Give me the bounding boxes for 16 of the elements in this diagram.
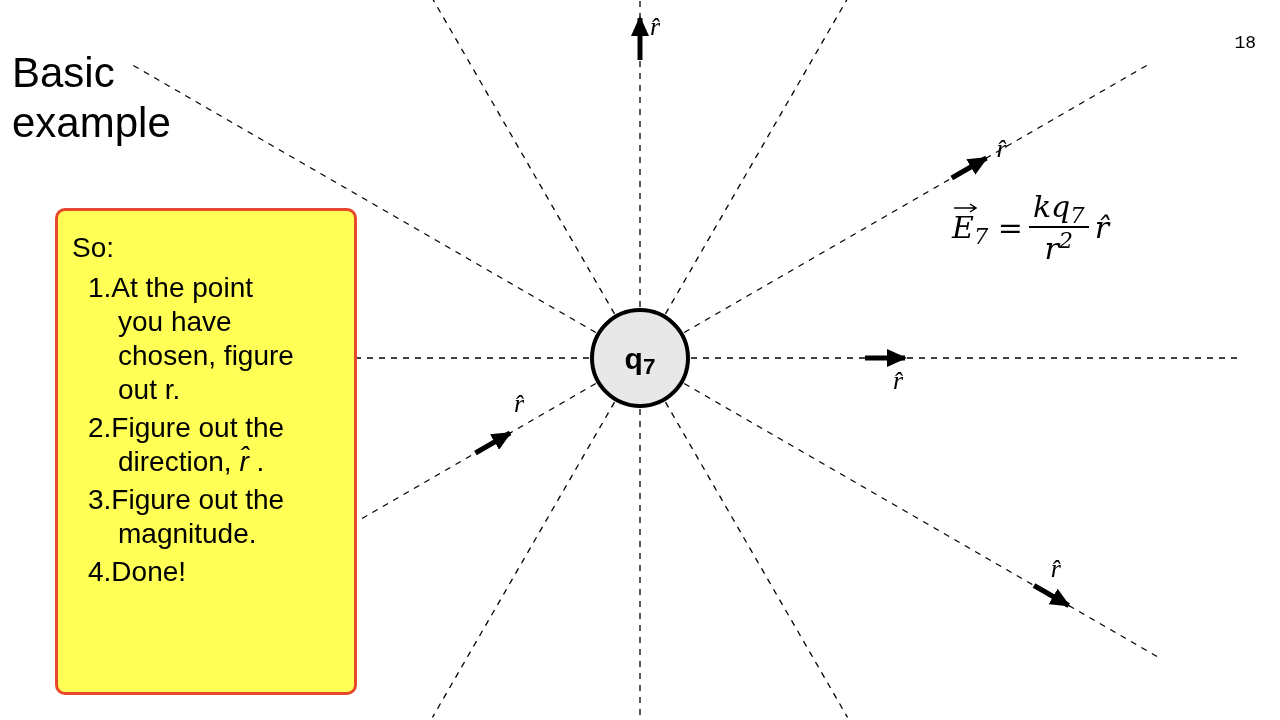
slide-title: Basic example [12,48,172,148]
unit-vector-label: r̂ [514,391,525,417]
step-item: 2.Figure out the direction, r̂ . [88,411,286,479]
formula-numerator: kq$_{7}$ [1028,192,1089,228]
page-number: 18 [1234,32,1256,55]
formula-lhs: E$_{7}$ = [952,210,1023,245]
unit-vector-label: r̂ [1050,555,1061,582]
unit-vector-label: r̂ [996,136,1007,162]
formula-denominator: r$^{2}$ [1044,228,1074,264]
step-item: 4.Done! [88,555,188,589]
card-heading: So: [72,231,116,265]
unit-vector-label: r̂ [650,14,661,40]
unit-vector-label: r̂ [893,368,904,394]
step-item: 3.Figure out the magnitude. [88,483,286,551]
step-item: 1.At the point you have chosen, figure out r. [88,271,294,407]
formula-unit-vector: r̂ [1094,213,1109,243]
